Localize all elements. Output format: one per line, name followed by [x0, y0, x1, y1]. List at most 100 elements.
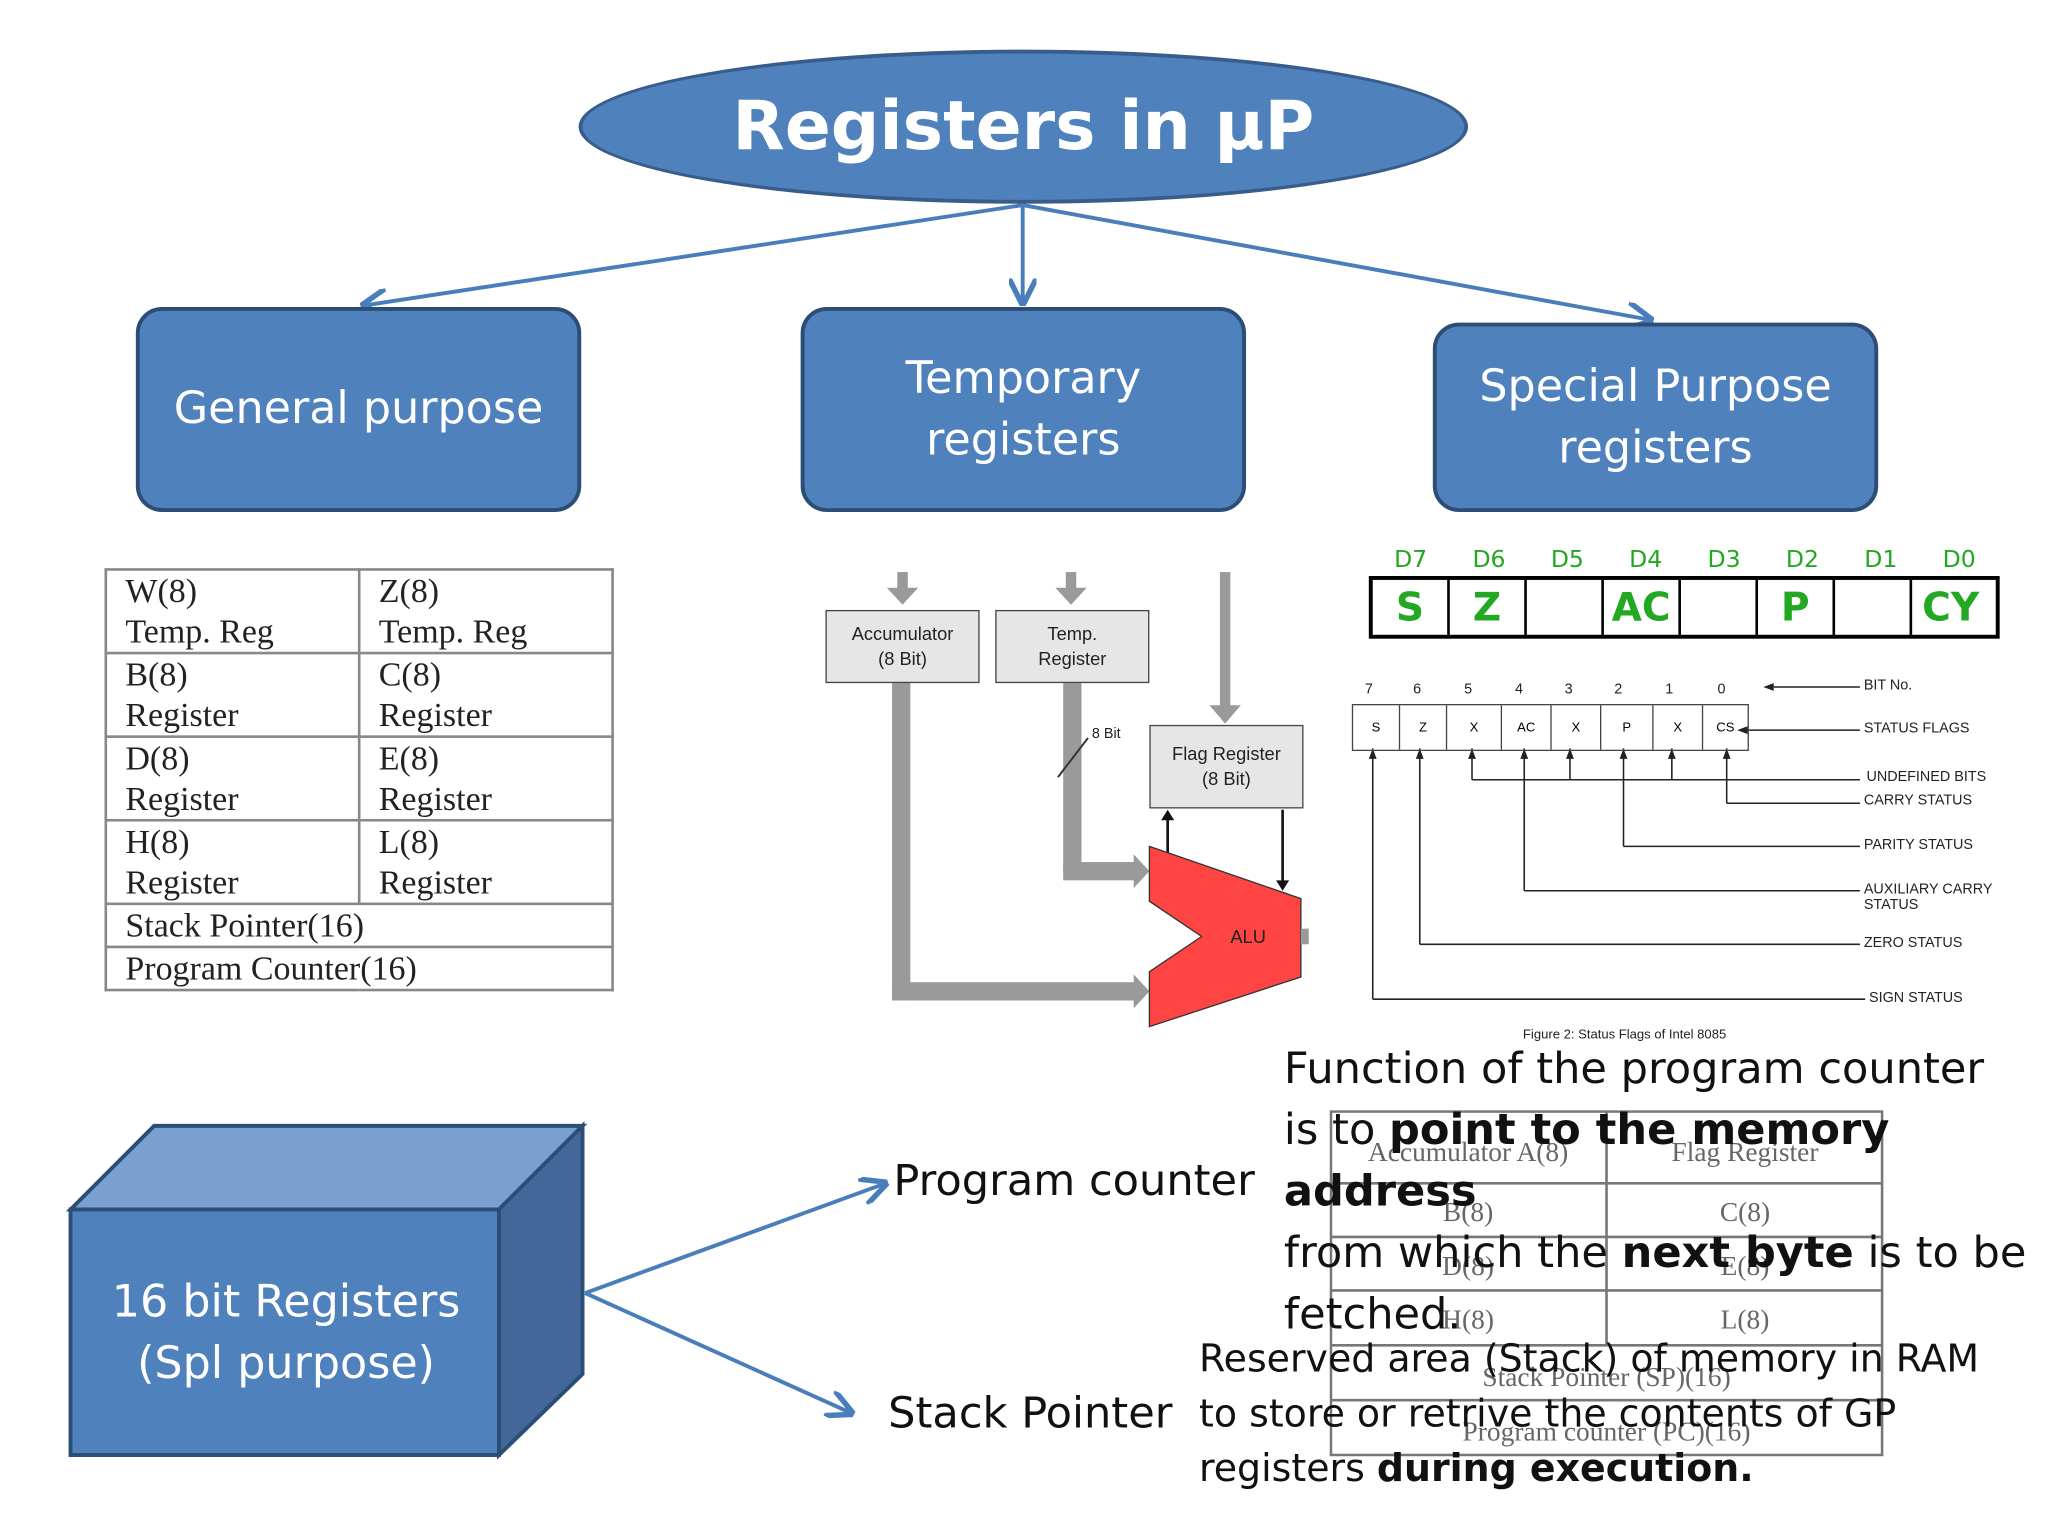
arrow-to-general: [363, 203, 1023, 306]
bit-number: 0: [1717, 681, 1726, 698]
sp-desc-line3: registers during execution.: [1199, 1445, 1754, 1491]
sixteen-bit-label: 16 bit Registers (Spl purpose): [72, 1212, 500, 1455]
flag-bit-cell: [1681, 579, 1759, 637]
arrow-to-special: [1022, 203, 1651, 320]
bit-label: D3: [1707, 545, 1741, 574]
accumulator-label: Accumulator: [851, 623, 954, 644]
table-row: B(8)Register C(8)Register: [104, 651, 614, 738]
special-label-line1: Special Purpose: [1479, 359, 1832, 413]
bg-cell: Flag Register: [1671, 1136, 1819, 1168]
flag-bit-cell: [1527, 579, 1604, 637]
pc-desc-line2: is to point to the memory address: [1283, 1103, 1890, 1216]
title-oval: Registers in µP: [578, 49, 1469, 204]
pc-desc-line1: Function of the program counter: [1283, 1042, 1985, 1094]
status-flag-register: S Z X AC X P X CS: [1351, 703, 1749, 752]
bit-number: 2: [1614, 681, 1623, 698]
bit-label: D7: [1394, 545, 1428, 574]
flag-bit-labels: D7 D6 D5 D4 D3 D2 D1 D0: [1371, 546, 1998, 573]
pc-desc-line3: from which the next byte is to be: [1283, 1226, 2027, 1278]
bg-cell: H(8): [1442, 1303, 1494, 1335]
bg-stack-pointer: Stack Pointer (SP)(16): [1482, 1360, 1731, 1393]
background-table-grid: [1329, 1110, 1884, 1457]
temp-register-block: Temp. Register: [995, 609, 1150, 684]
legend-sign-status: SIGN STATUS: [1869, 990, 1963, 1006]
bit-label: D0: [1942, 545, 1976, 574]
bus-width-label: 8 Bit: [1091, 726, 1121, 742]
diagram-title: Registers in µP: [732, 87, 1315, 166]
program-counter-cell: Program Counter(16): [104, 945, 614, 992]
table-cell: W(8)Temp. Reg: [104, 568, 361, 655]
stack-pointer-cell: Stack Pointer(16): [104, 902, 614, 949]
table-cell: E(8)Register: [357, 735, 614, 822]
alu-label: ALU: [1230, 926, 1266, 947]
legend-bit-no: BIT No.: [1863, 677, 1913, 694]
status-flag-cell: X: [1447, 705, 1503, 750]
legend-carry-status: CARRY STATUS: [1863, 792, 1973, 809]
table-cell: C(8)Register: [357, 651, 614, 738]
bg-cell: E(8): [1720, 1249, 1770, 1282]
table-cell: H(8)Register: [104, 818, 361, 906]
temp-register-diagram: [886, 572, 1309, 1028]
legend-status-flags: STATUS FLAGS: [1863, 720, 1970, 737]
flag-bit-numbers: 7 6 5 4 3 2 1 0: [1345, 682, 1747, 698]
temporary-registers-box: Temporary registers: [800, 306, 1247, 512]
accumulator-size: (8 Bit): [878, 647, 927, 669]
pc-desc-line4: fetched.: [1283, 1287, 1462, 1339]
bit-label: D5: [1550, 545, 1584, 574]
status-flag-cell: X: [1654, 705, 1704, 750]
table-row: Program Counter(16): [104, 945, 614, 992]
legend-zero-status: ZERO STATUS: [1863, 935, 1963, 951]
status-flag-cell: AC: [1502, 705, 1552, 750]
status-flag-cell: X: [1552, 705, 1602, 750]
table-cell: L(8)Register: [357, 818, 614, 906]
bit-number: 4: [1515, 681, 1524, 698]
temporary-label-line2: registers: [926, 413, 1121, 466]
table-row: W(8)Temp. Reg Z(8)Temp. Reg: [104, 568, 614, 655]
flag-bit-cell: P: [1758, 579, 1836, 637]
legend-aux-line2: STATUS: [1863, 897, 1919, 913]
flag-bit-cell: [1835, 579, 1913, 637]
flag-byte-register: S Z AC P CY: [1368, 575, 2000, 639]
flag-bit-cell: S: [1373, 579, 1450, 637]
general-purpose-box: General purpose: [135, 306, 582, 512]
flag-register-size: (8 Bit): [1202, 767, 1251, 789]
arrow-to-program-counter: [584, 1183, 885, 1295]
flag-bit-cell: AC: [1604, 579, 1681, 637]
arrow-to-stack-pointer: [584, 1291, 851, 1413]
table-cell: B(8)Register: [104, 651, 361, 738]
legend-parity-status: PARITY STATUS: [1863, 837, 1973, 853]
program-counter-description: Function of the program counter is to po…: [1284, 1037, 2048, 1344]
bit-label: D6: [1472, 545, 1506, 574]
temporary-label-line1: Temporary: [905, 351, 1142, 405]
special-purpose-box: Special Purpose registers: [1432, 322, 1879, 512]
table-row: Stack Pointer(16): [104, 902, 614, 949]
bg-cell: D(8): [1442, 1249, 1494, 1282]
table-row: D(8)Register E(8)Register: [104, 735, 614, 822]
bit-label: D2: [1785, 545, 1819, 574]
background-register-table: Accumulator A(8) Flag Register B(8) C(8)…: [1329, 1110, 1884, 1457]
figure-caption: Figure 2: Status Flags of Intel 8085: [1522, 1027, 1727, 1043]
bit-number: 6: [1413, 681, 1422, 698]
status-flag-figure-lines: [1368, 683, 1866, 1000]
gp-register-table: W(8)Temp. Reg Z(8)Temp. Reg B(8)Register…: [104, 568, 614, 992]
stack-pointer-label: Stack Pointer: [888, 1387, 1173, 1439]
bit-label: D1: [1864, 545, 1898, 574]
bg-cell: L(8): [1720, 1303, 1770, 1335]
stack-pointer-description: Reserved area (Stack) of memory in RAM t…: [1199, 1331, 2035, 1496]
flag-register-label: Flag Register: [1172, 743, 1281, 765]
flag-bit-cell: Z: [1450, 579, 1527, 637]
bg-cell: C(8): [1719, 1196, 1771, 1228]
legend-auxiliary-carry: AUXILIARY CARRY STATUS: [1864, 882, 1993, 913]
table-cell: D(8)Register: [104, 735, 361, 822]
bg-program-counter: Program counter (PC)(16): [1462, 1415, 1751, 1448]
special-label-line2: registers: [1558, 421, 1753, 474]
legend-aux-line1: AUXILIARY CARRY: [1863, 881, 1993, 898]
table-cell: Z(8)Temp. Reg: [357, 568, 614, 655]
table-row: H(8)Register L(8)Register: [104, 818, 614, 906]
flag-register-block: Flag Register (8 Bit): [1149, 724, 1304, 809]
sixteen-bit-line1: 16 bit Registers: [111, 1276, 461, 1329]
temp-register-label: Temp.: [1047, 623, 1098, 644]
bit-number: 5: [1464, 681, 1473, 698]
